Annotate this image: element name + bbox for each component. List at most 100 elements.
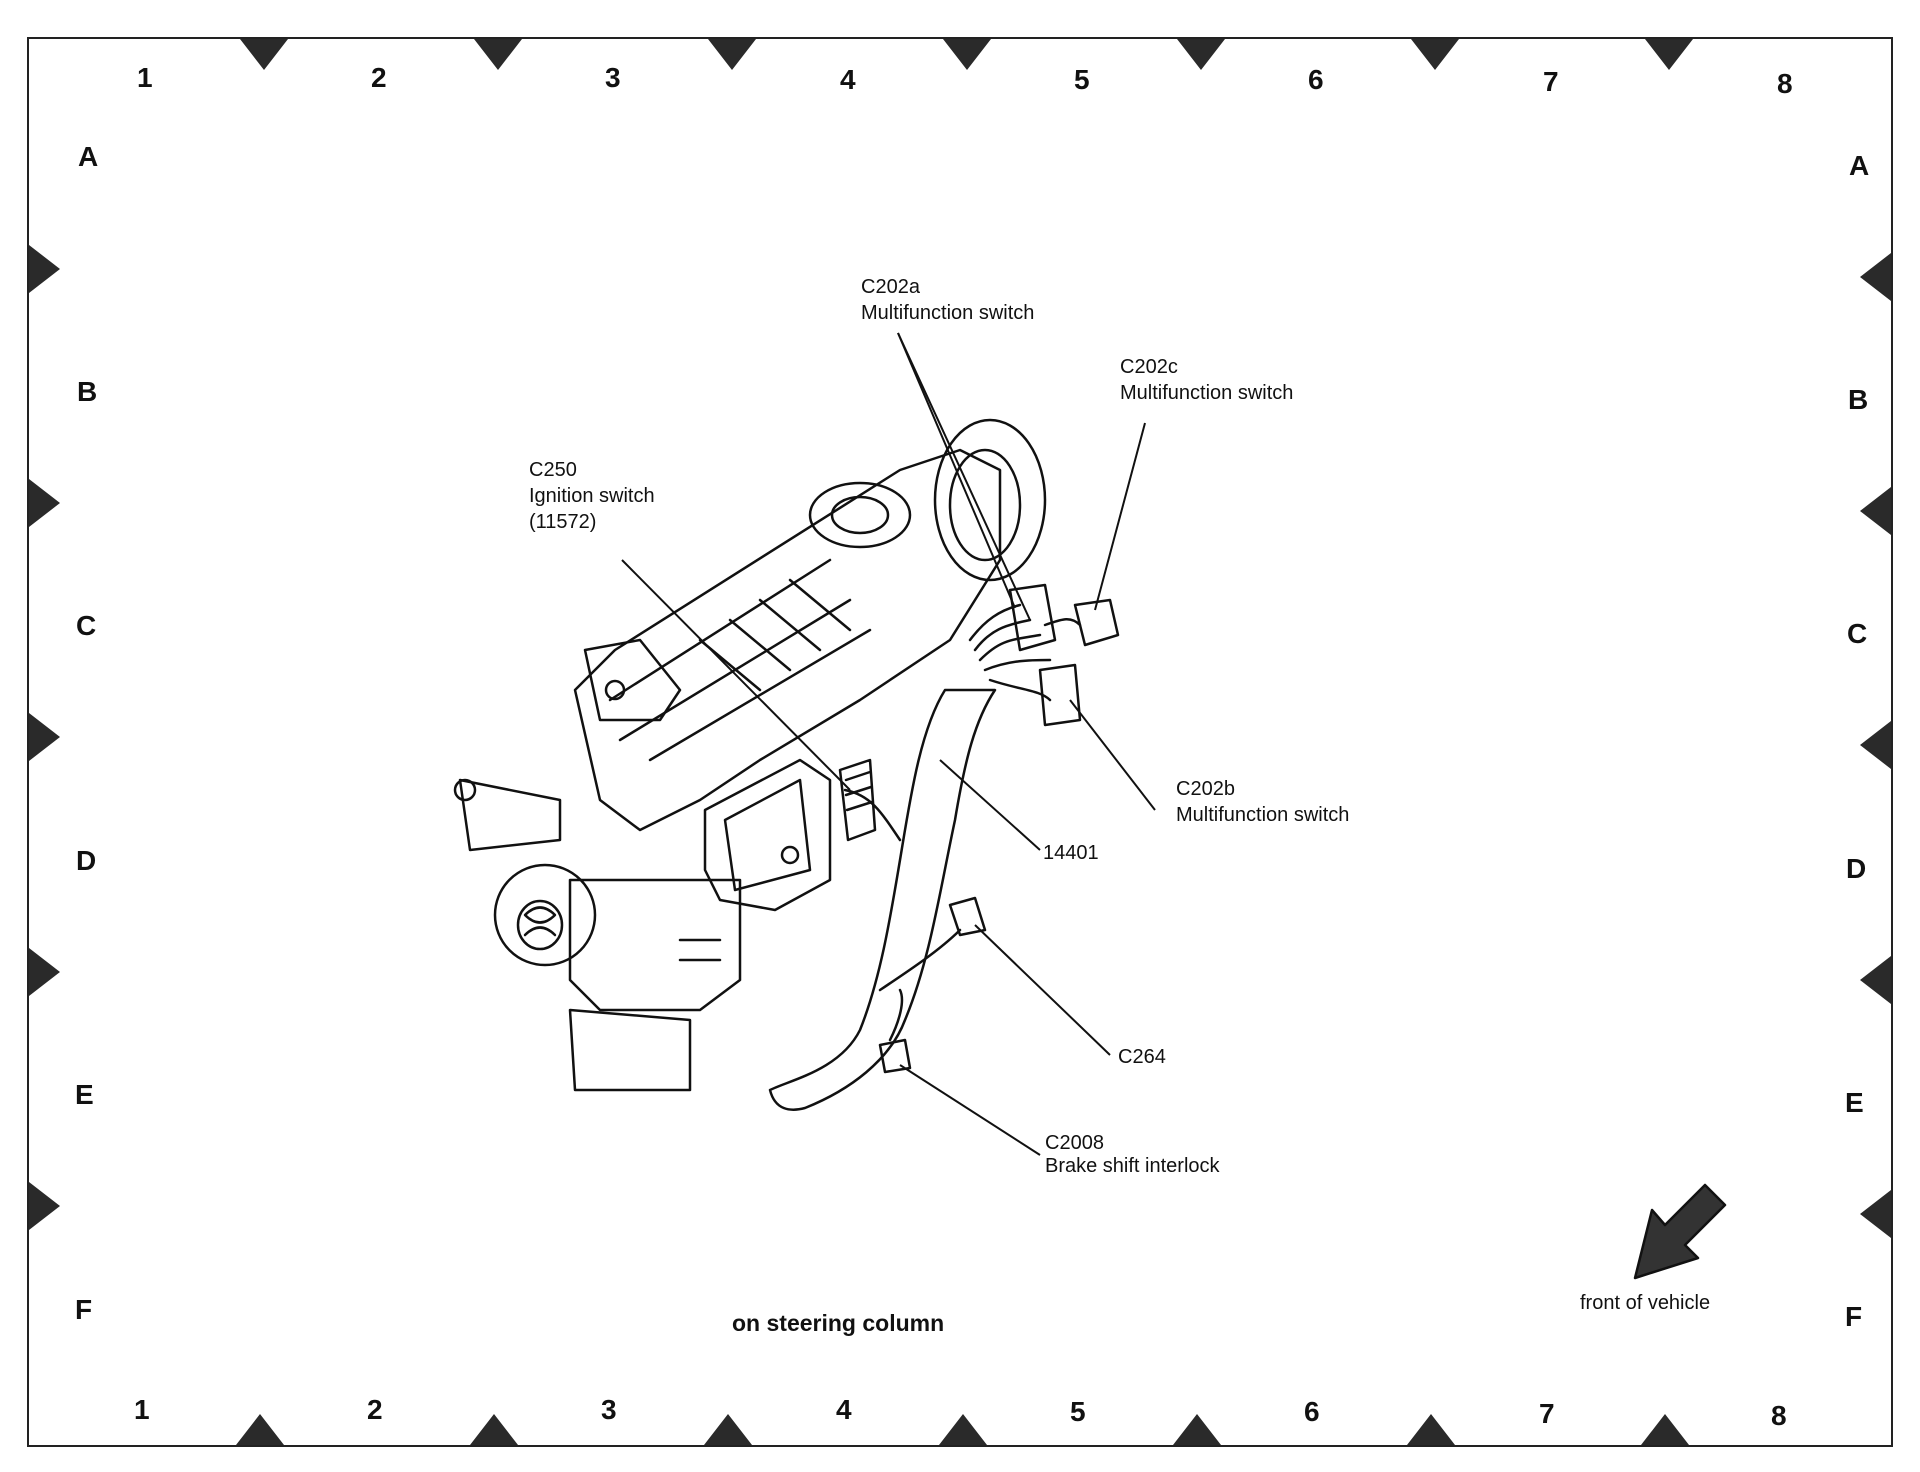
callout-c202b: C202b Multifunction switch	[1176, 776, 1349, 828]
grid-col-top-7: 7	[1543, 66, 1559, 97]
marker-right-1	[1860, 253, 1891, 301]
connector-c202b	[1038, 663, 1082, 727]
wires-upper	[968, 603, 1052, 702]
callout-c250-part: (11572)	[529, 511, 597, 533]
grid-col-bottom-4: 4	[836, 1394, 852, 1425]
orientation-label: front of vehicle	[1580, 1292, 1711, 1314]
callout-c202c-name: Multifunction switch	[1120, 382, 1294, 404]
column-ribs	[698, 578, 852, 692]
grid-col-bottom-1: 1	[134, 1394, 150, 1425]
marker-top-1	[240, 39, 288, 70]
callout-c2008-name: Brake shift interlock	[1045, 1155, 1220, 1177]
grid-row-left-C: C	[76, 610, 97, 641]
grid-row-left-A: A	[78, 141, 99, 172]
leader-c2008	[899, 1064, 1041, 1156]
marker-top-3	[708, 39, 756, 70]
leader-lines	[621, 332, 1156, 1156]
marker-right-3	[1860, 721, 1891, 769]
grid-col-top-2: 2	[371, 62, 387, 93]
ignition-switch-face	[723, 778, 812, 892]
marker-bottom-6	[1407, 1414, 1455, 1445]
callout-c250-id: C250	[529, 459, 577, 481]
grid-col-top-8: 8	[1777, 68, 1793, 99]
grid-col-top-4: 4	[840, 64, 856, 95]
marker-right-5	[1860, 1190, 1891, 1238]
grid-row-left-E: E	[75, 1079, 94, 1110]
grid-row-left-F: F	[75, 1294, 93, 1325]
leader-c250	[621, 559, 851, 791]
callout-c202b-name: Multifunction switch	[1176, 804, 1350, 826]
callout-c202c-id: C202c	[1120, 356, 1178, 378]
marker-right-4	[1860, 956, 1891, 1004]
harness-branch-lower	[878, 928, 962, 992]
callout-c202a-id: C202a	[861, 276, 920, 298]
grid-col-top-1: 1	[137, 62, 153, 93]
grid-row-right-C: C	[1847, 618, 1868, 649]
callout-c250-name: Ignition switch	[529, 485, 655, 507]
marker-left-4	[29, 948, 60, 996]
diagram-caption: on steering column	[732, 1310, 945, 1336]
lever-rod	[458, 778, 562, 852]
marker-left-2	[29, 479, 60, 527]
grid-row-right-E: E	[1845, 1087, 1864, 1118]
lower-plate	[568, 1008, 692, 1092]
hub-disc	[933, 418, 1047, 582]
callout-14401-id: 14401	[1043, 842, 1099, 864]
marker-bottom-4	[939, 1414, 987, 1445]
grid-col-bottom-6: 6	[1304, 1396, 1320, 1427]
callout-c2008: C2008 Brake shift interlock	[1045, 1132, 1220, 1178]
callout-14401: 14401	[1043, 840, 1099, 866]
arrow-down-left-icon	[1633, 1183, 1727, 1280]
column-tube	[608, 558, 872, 762]
grid-col-bottom-8: 8	[1771, 1400, 1787, 1431]
marker-right-2	[1860, 487, 1891, 535]
tilt-disc	[493, 863, 597, 967]
callout-c202a-name: Multifunction switch	[861, 302, 1035, 324]
lever-pivot	[453, 778, 477, 802]
callout-c202a: C202a Multifunction switch	[861, 274, 1034, 326]
connector-c250-pins	[844, 770, 874, 812]
spring-coils	[523, 906, 557, 937]
grid-row-left-B: B	[77, 376, 98, 407]
marker-left-1	[29, 245, 60, 293]
connector-c2008	[878, 1038, 912, 1074]
upper-bearing-inner	[830, 495, 890, 535]
hub-disc-inner	[948, 448, 1022, 562]
edge-markers	[29, 39, 1891, 1445]
marker-top-6	[1411, 39, 1459, 70]
grid-row-left-D: D	[76, 845, 97, 876]
ignition-switch-screw	[780, 845, 800, 865]
callout-c264: C264	[1118, 1044, 1166, 1070]
grid-col-top-6: 6	[1308, 64, 1324, 95]
marker-bottom-7	[1641, 1414, 1689, 1445]
wire-to-c202c	[1043, 618, 1082, 627]
marker-top-4	[943, 39, 991, 70]
bracket-bolt	[604, 679, 626, 701]
connector-c202a	[1008, 583, 1057, 652]
marker-top-2	[474, 39, 522, 70]
grid-col-bottom-5: 5	[1070, 1396, 1086, 1427]
callout-c264-id: C264	[1118, 1046, 1166, 1068]
callout-c250: C250 Ignition switch (11572)	[529, 457, 655, 535]
callout-c202c: C202c Multifunction switch	[1120, 354, 1293, 406]
wire-to-c2008	[888, 988, 904, 1042]
leader-c202c	[1094, 422, 1146, 611]
grid-col-bottom-2: 2	[367, 1394, 383, 1425]
grid-row-right-F: F	[1845, 1301, 1863, 1332]
leader-14401	[939, 759, 1041, 851]
leader-c202b	[1069, 699, 1156, 811]
marker-left-5	[29, 1182, 60, 1230]
lower-frame	[568, 878, 742, 1012]
grid-col-top-5: 5	[1074, 64, 1090, 95]
grid-row-right-B: B	[1848, 384, 1869, 415]
marker-top-7	[1645, 39, 1693, 70]
marker-left-3	[29, 713, 60, 761]
steering-column-drawing	[453, 418, 1120, 1111]
harness-sleeve	[768, 688, 997, 1111]
marker-bottom-3	[704, 1414, 752, 1445]
connector-c264	[948, 896, 987, 937]
marker-bottom-1	[236, 1414, 284, 1445]
orientation-arrow	[1633, 1183, 1727, 1280]
leader-c202a	[897, 332, 1031, 621]
